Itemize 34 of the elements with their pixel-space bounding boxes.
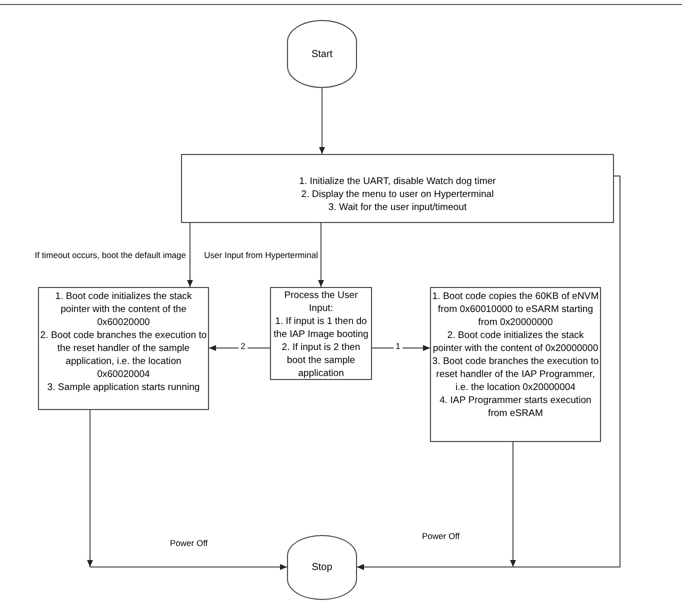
- node-text: 2. Display the menu to user on Hyperterminal: [300, 188, 495, 201]
- arrow: [87, 410, 288, 570]
- arrow: [319, 88, 325, 154]
- process-box: [430, 287, 601, 442]
- node-text: 1. Initialize the UART, disable Watch dog timer: [298, 175, 497, 188]
- node-text: 2. If input is 2 then boot the sample application: [280, 341, 362, 380]
- node-text: 1. Boot code initializes the stack pointer with the content of the 0x60020000: [54, 290, 193, 329]
- node-text: 2. Boot code initializes the stack pointer with the content of 0x20000000: [432, 329, 600, 355]
- node-text: 3. Wait for the user input/timeout: [327, 201, 468, 214]
- edge-label: Power Off: [422, 531, 460, 542]
- node-text: 1. If input is 1 then do the IAP Image booting: [272, 315, 370, 341]
- process-box: [270, 287, 372, 380]
- edge-label: If timeout occurs, boot the default image: [34, 250, 186, 261]
- node-text: 3. Boot code branches the execution to reset handler of the IAP Programmer, i.e. the location 0x20000004: [431, 355, 600, 394]
- arrow: [187, 222, 193, 288]
- node-text: Stop: [310, 561, 334, 575]
- process-box: [181, 154, 614, 223]
- edge-label: User Input from Hyperterminal: [204, 250, 318, 261]
- process-box: [38, 287, 209, 410]
- node-text: Process the User Input:: [283, 289, 359, 315]
- arrow: [318, 222, 324, 288]
- node-text: 2. Boot code branches the execution to the reset handler of the sample application, i.e. the location 0x60020004: [39, 329, 208, 381]
- arrow: [208, 345, 270, 351]
- arrow: [372, 345, 430, 351]
- node-text: 4. IAP Programmer starts execution from eSRAM: [438, 394, 592, 420]
- terminal-shape: [287, 20, 357, 88]
- edge-label: 2: [238, 341, 248, 352]
- node-text: 3. Sample application starts running: [46, 381, 201, 394]
- edge-label: Power Off: [170, 538, 208, 549]
- arrow: [356, 176, 620, 570]
- node-text: Start: [310, 48, 334, 62]
- edge-label: 1: [394, 341, 402, 352]
- terminal-shape: [287, 535, 357, 600]
- node-text: 1. Boot code copies the 60KB of eNVM from 0x60010000 to eSARM starting from 0x20000000: [431, 290, 600, 329]
